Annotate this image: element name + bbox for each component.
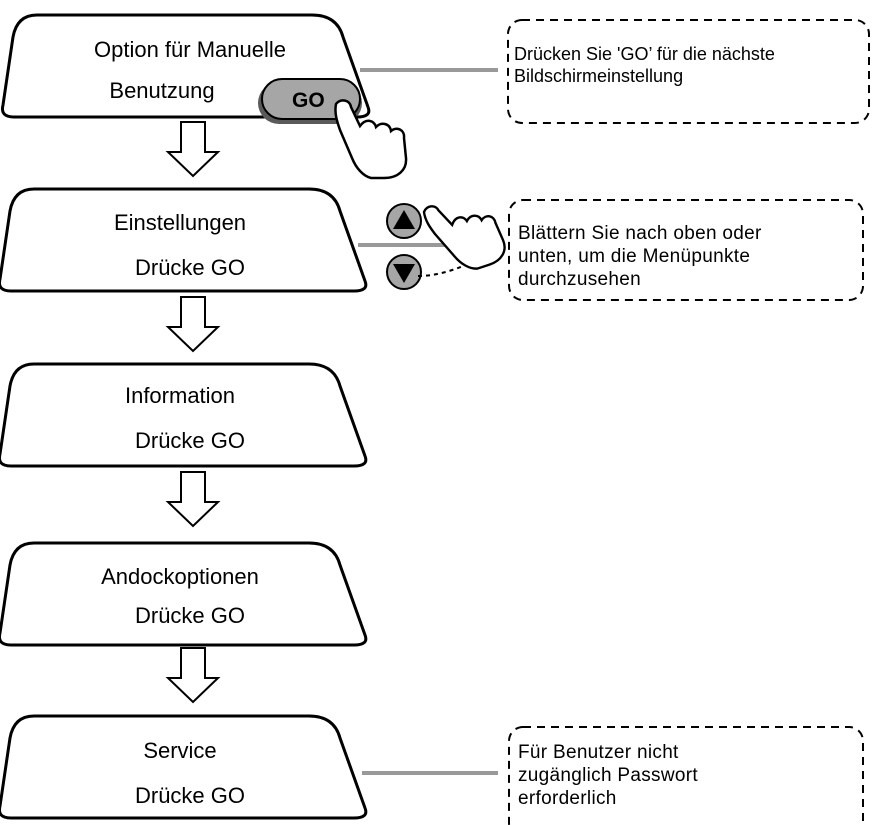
step-label-service-2: Drücke GO [134,783,246,808]
go-button-label: GO [292,89,325,112]
step-label-manual-2: Benutzung [109,78,215,103]
step-label-information: Information [124,383,236,408]
note-scroll-line-1: Blättern Sie nach oben oder [518,223,762,244]
hand-pointer-icon [421,187,511,281]
step-label-settings: Einstellungen [113,210,247,235]
note-go-line-1: Drücken Sie 'GO’ für die nächste [514,44,775,64]
note-service-line-1: Für Benutzer nicht [518,742,679,763]
note-scroll-line-2: unten, um die Menüpunkte [518,246,751,267]
step-label-manual: Option für Manuelle [94,37,286,62]
note-box-service [508,726,864,825]
down-arrow-icon [167,296,219,352]
arrow-up-button-icon [386,203,422,239]
down-arrow-icon [167,121,219,177]
down-arrow-icon [167,647,219,703]
down-arrow-icon [167,471,219,527]
note-box-go [507,19,870,124]
note-service-line-3: erforderlich [518,788,617,809]
step-label-service: Service [143,738,217,763]
note-scroll-line-3: durchzusehen [518,269,641,290]
note-service-line-2: zugänglich Passwort [518,765,698,786]
step-label-docking: Andockoptionen [101,564,259,589]
arrow-down-button-icon [386,254,422,290]
hand-pointer-icon [334,99,408,180]
note-box-scroll [508,199,864,301]
step-label-information-2: Drücke GO [134,428,246,453]
step-label-docking-2: Drücke GO [134,603,246,628]
note-go-line-2: Bildschirmeinstellung [514,66,684,86]
step-box-docking [0,541,368,647]
step-label-settings-2: Drücke GO [134,255,246,280]
